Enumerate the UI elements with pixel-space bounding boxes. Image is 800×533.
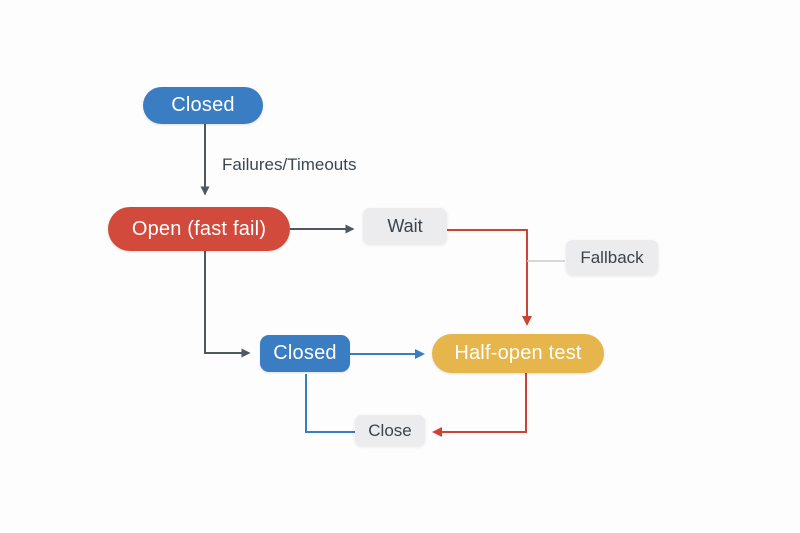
action-node-fallback: Fallback (566, 240, 658, 275)
state-node-open-fast-fail: Open (fast fail) (108, 207, 290, 251)
action-label: Wait (387, 215, 423, 236)
state-node-half-open-test: Half-open test (432, 334, 604, 373)
transition-label-failures-timeouts: Failures/Timeouts (222, 155, 357, 174)
state-node-closed-top: Closed (143, 87, 263, 124)
state-node-closed-bottom: Closed (260, 335, 350, 372)
action-label: Close (368, 420, 412, 440)
edge-close-to-closed-bottom (305, 374, 355, 433)
state-label: Half-open test (454, 342, 582, 364)
action-label: Fallback (580, 247, 644, 267)
edge-wait-to-half-open (447, 229, 532, 326)
action-node-close: Close (355, 415, 425, 446)
edge-open-to-closed-bottom (204, 251, 251, 358)
state-label: Closed (171, 94, 235, 116)
state-label: Closed (273, 342, 337, 364)
edge-half-open-to-close (432, 373, 527, 437)
state-label: Open (fast fail) (131, 217, 267, 240)
action-node-wait: Wait (363, 208, 447, 244)
